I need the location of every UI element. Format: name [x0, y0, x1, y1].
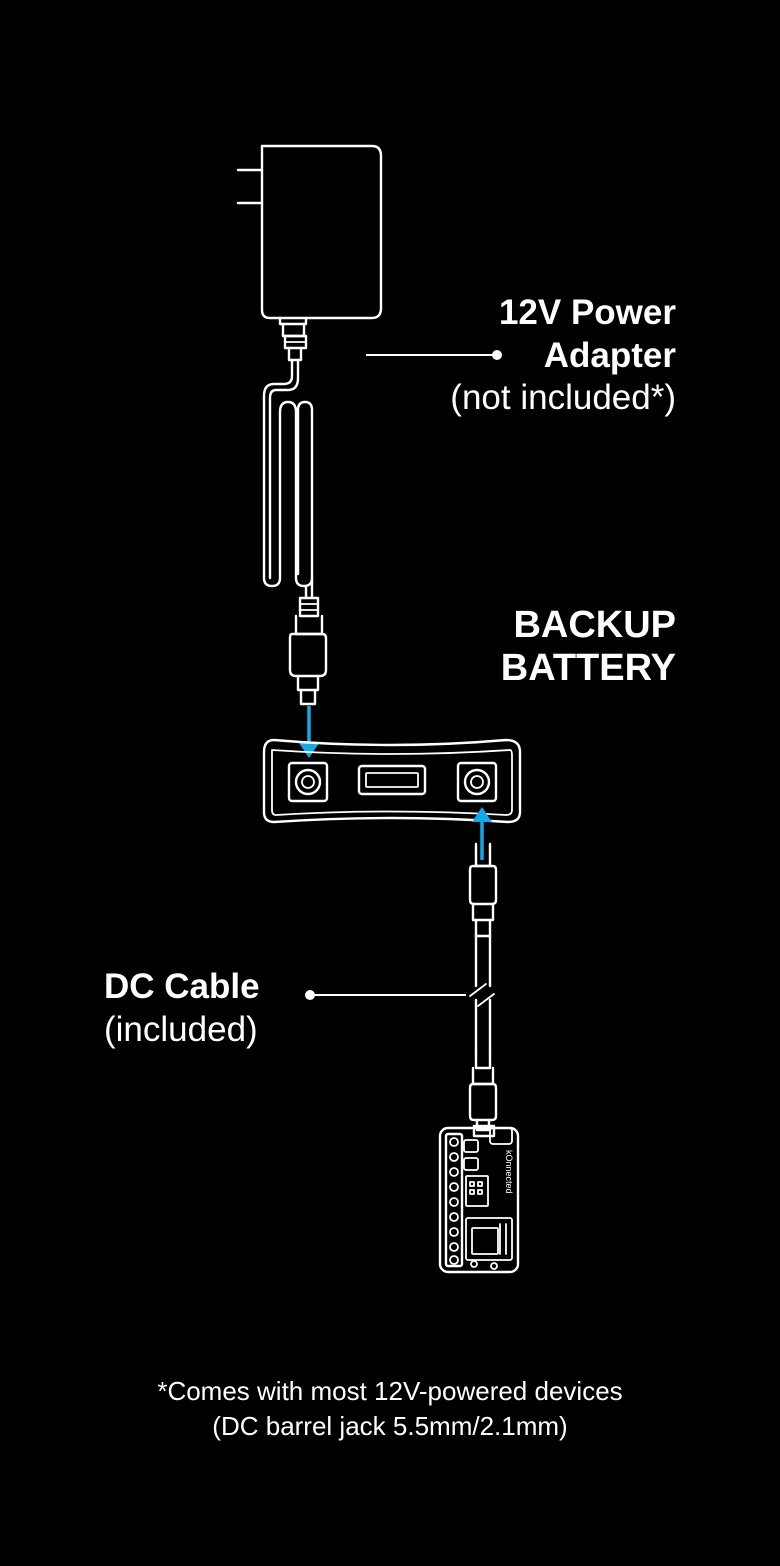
footnote-line2: (DC barrel jack 5.5mm/2.1mm) — [212, 1411, 568, 1442]
cable-callout-line — [305, 990, 466, 1000]
cable-label-note: (included) — [104, 1009, 258, 1049]
battery-label-line1: BACKUP — [513, 604, 676, 646]
adapter-plug — [288, 596, 328, 706]
cable-label-line1: DC Cable — [104, 967, 260, 1006]
dc-cable-icon — [468, 842, 498, 1132]
power-adapter-icon — [236, 144, 383, 362]
adapter-callout-line — [366, 350, 502, 360]
arrow-up-icon — [472, 807, 492, 860]
backup-battery-icon — [262, 738, 522, 824]
controller-board-icon: kOnnected — [438, 1124, 520, 1274]
battery-label-line2: BATTERY — [500, 646, 676, 689]
arrow-down-icon — [299, 706, 319, 758]
adapter-label-note: (not included*) — [450, 378, 676, 418]
adapter-label-line1: 12V Power — [498, 293, 676, 332]
adapter-cord — [262, 358, 314, 600]
footnote-line1: *Comes with most 12V-powered devices — [157, 1376, 623, 1406]
board-brand-text: kOnnected — [504, 1150, 514, 1194]
adapter-label: 12V Power Adapter (not included*) — [450, 292, 676, 420]
battery-label: BACKUP BATTERY — [501, 604, 676, 689]
cable-label: DC Cable (included) — [104, 966, 260, 1051]
footnote: *Comes with most 12V-powered devices (DC… — [0, 1374, 780, 1444]
adapter-label-line2: Adapter — [543, 335, 676, 375]
